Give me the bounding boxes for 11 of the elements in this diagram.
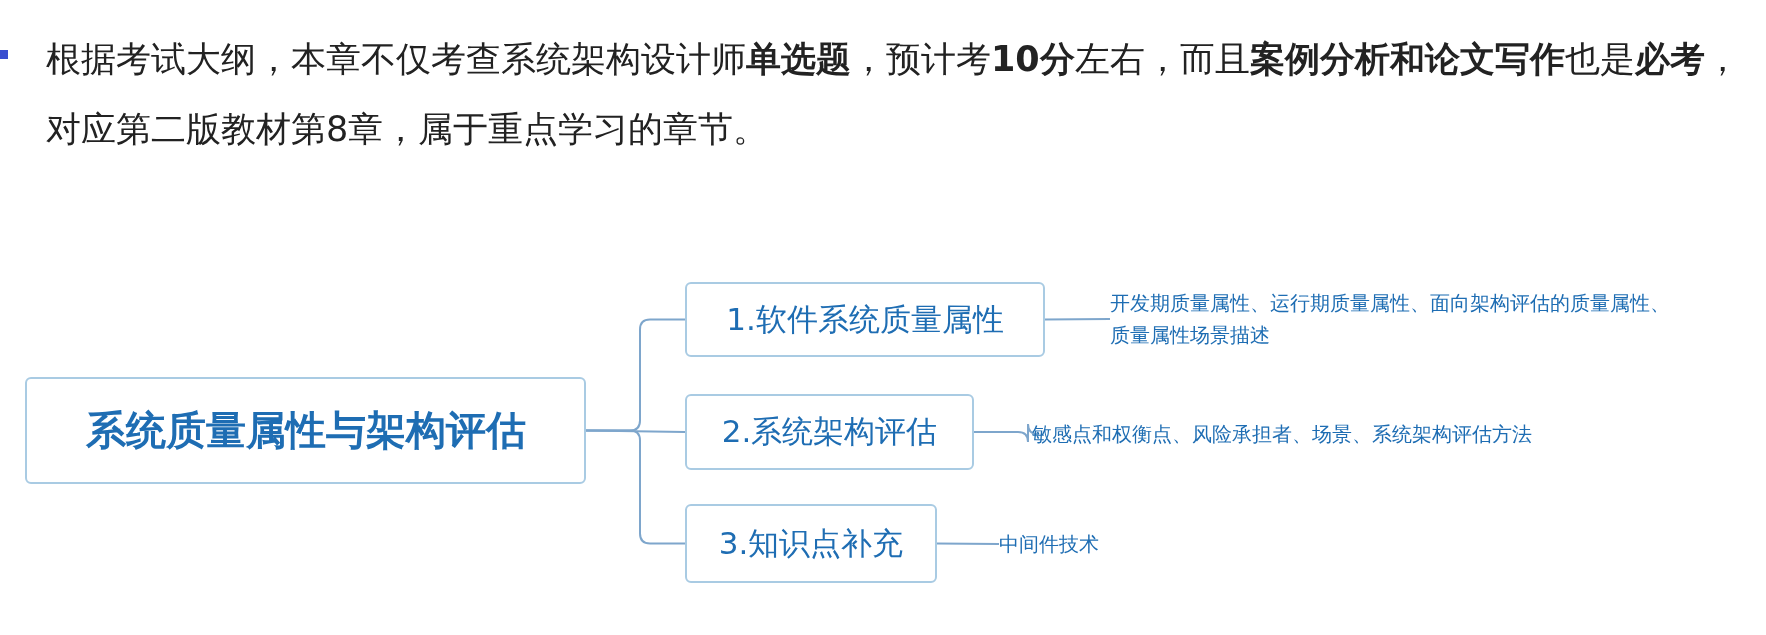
topic-box: 2.系统架构评估 [685,394,974,470]
topic-box: 1.软件系统质量属性 [685,282,1045,357]
connector-line [936,542,1000,545]
subtopic-text: 中间件技术 [999,528,1159,560]
intro-paragraph: 根据考试大纲，本章不仅考查系统架构设计师单选题，预计考10分左右，而且案例分析和论文写作也是必考，对应第二版教材第8章，属于重点学习的章节。 [46,38,1741,151]
root-topic-box: 系统质量属性与架构评估 [25,377,586,484]
topic-box: 3.知识点补充 [685,504,937,583]
subtopic-text: 敏感点和权衡点、风险承担者、场景、系统架构评估方法 [1032,418,1732,450]
connector-line [585,429,686,545]
subtopic-text: 开发期质量属性、运行期质量属性、面向架构评估的质量属性、质量属性场景描述 [1110,285,1670,353]
connector-line [1044,318,1111,321]
